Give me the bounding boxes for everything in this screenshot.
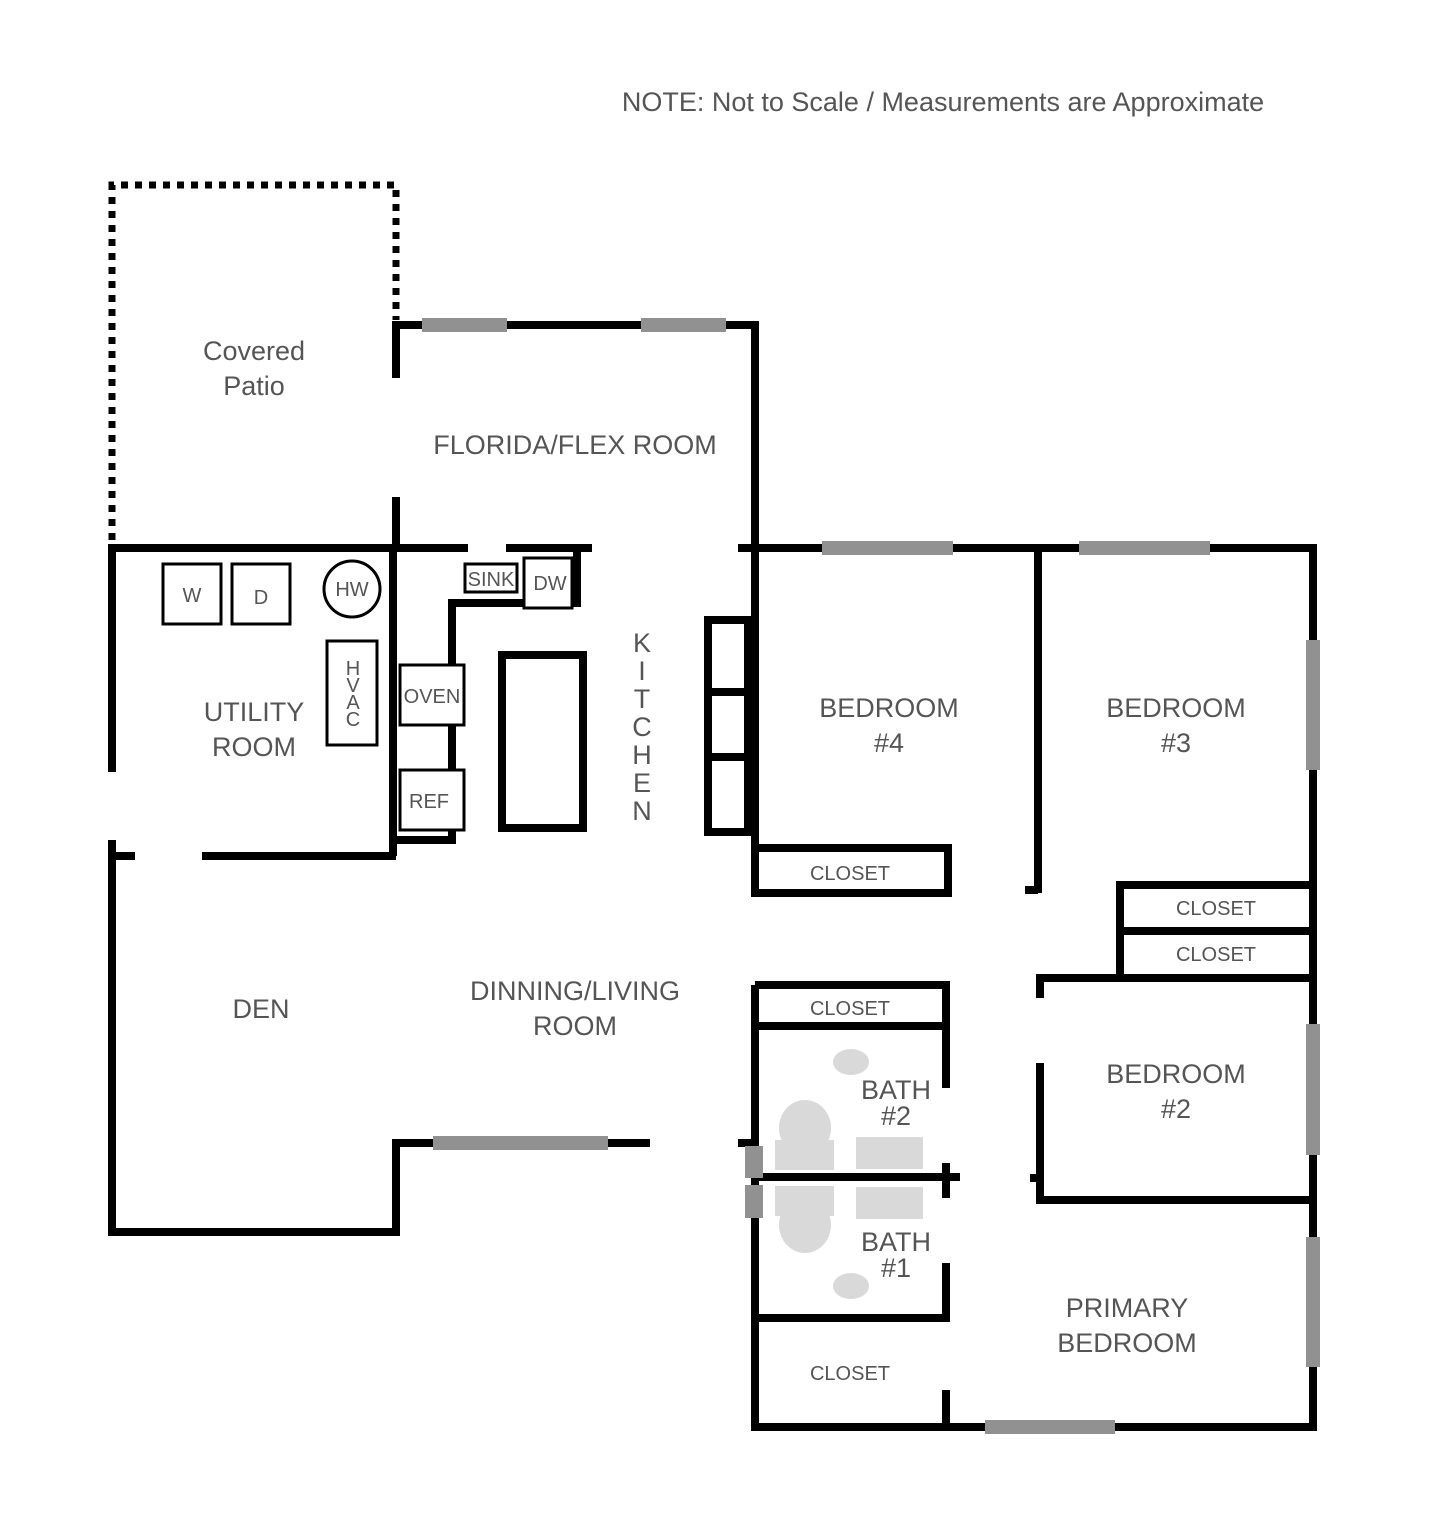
primary-bedroom-label: BEDROOM [1057,1328,1197,1358]
window [433,1136,608,1150]
sink-icon [833,1049,869,1075]
dishwasher-label: DW [533,573,566,595]
bath-fixtures [775,1049,923,1299]
bath-1-label: #1 [881,1253,911,1283]
oven-label: OVEN [404,686,461,708]
oven [398,663,466,727]
toilet-icon [779,1197,831,1253]
bath-1-label: BATH [861,1227,931,1257]
dryer [230,562,292,626]
closet-label: CLOSET [1176,898,1256,920]
covered-patio-label: Covered [203,336,305,366]
water-heater [322,559,382,619]
bedroom-4-label: #4 [874,728,904,758]
hvac-unit [325,639,379,747]
window [745,1146,763,1178]
window [985,1420,1115,1434]
closet-label: CLOSET [810,998,890,1020]
bedroom-2-label: #2 [1161,1094,1191,1124]
primary-bedroom-label: PRIMARY [1066,1293,1189,1323]
closet-label: CLOSET [810,863,890,885]
walls [108,321,1317,1431]
svg-text:E: E [633,768,651,798]
sink-icon [833,1273,869,1299]
dryer-label: D [254,587,268,609]
window [822,541,953,555]
bedroom-3-label: #3 [1161,728,1191,758]
utility-room-label: ROOM [212,732,296,762]
den-label: DEN [232,994,289,1024]
hvac-letter: V [346,675,360,697]
patio-outline [108,181,400,540]
hvac-letter: A [346,692,360,714]
svg-text:T: T [634,684,651,714]
kitchen-label: K I T C H E N [632,628,652,826]
kitchen-cabinets [704,616,752,836]
window [422,318,507,332]
svg-text:H: H [632,740,652,770]
utility-room-label: UTILITY [204,697,305,727]
svg-text:K: K [633,628,651,658]
florida-room-label: FLORIDA/FLEX ROOM [433,430,717,460]
kitchen-island [498,651,587,832]
bath-2-label: #2 [881,1101,911,1131]
scale-note: NOTE: Not to Scale / Measurements are Ap… [622,87,1264,117]
svg-text:I: I [638,656,646,686]
window [1306,1024,1320,1155]
bedroom-3-label: BEDROOM [1106,693,1246,723]
window [641,318,726,332]
bedroom-4-label: BEDROOM [819,693,959,723]
refrigerator-label: REF [409,791,449,813]
windows [422,318,1320,1434]
window [1079,541,1210,555]
window [745,1185,763,1218]
window [1306,640,1320,770]
bath-2-label: BATH [861,1075,931,1105]
sink-label: SINK [468,569,515,591]
closet-label: CLOSET [810,1363,890,1385]
tub-icon [856,1137,923,1169]
living-room-label: ROOM [533,1011,617,1041]
washer [161,562,223,626]
bedroom-2-label: BEDROOM [1106,1059,1246,1089]
sink [463,562,519,594]
tub-icon [856,1187,923,1219]
water-heater-label: HW [335,579,368,601]
hvac-letter: C [346,709,360,731]
covered-patio-label: Patio [223,371,285,401]
refrigerator [398,768,466,832]
closet-label: CLOSET [1176,944,1256,966]
svg-text:C: C [632,712,652,742]
dishwasher [522,556,574,610]
washer-label: W [183,585,202,607]
hvac-letter: H [346,658,360,680]
window [1306,1237,1320,1367]
svg-text:N: N [632,796,652,826]
living-room-label: DINNING/LIVING [470,976,680,1006]
